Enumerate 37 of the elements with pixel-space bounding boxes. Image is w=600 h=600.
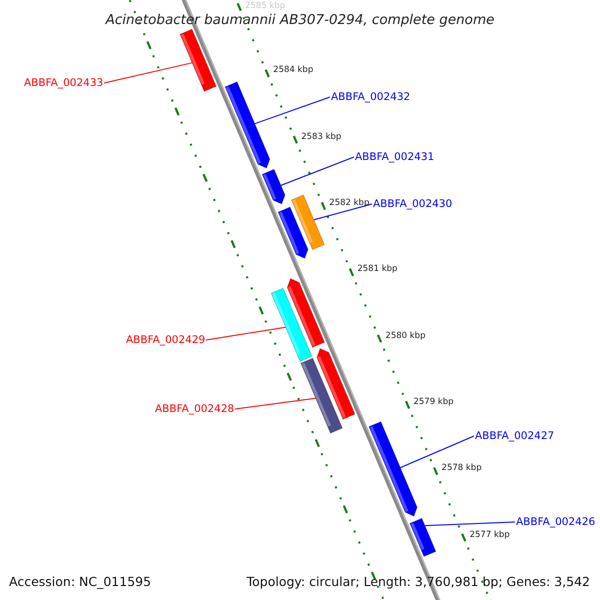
footer-text: Accession: NC_011595: [9, 574, 152, 590]
gene-label: ABBFA_002432: [331, 90, 410, 104]
leader-line: [280, 156, 354, 186]
footer-text: Topology: circular; Length: 3,760,981 bp; Genes: 3,542: [246, 574, 590, 590]
leader-line: [254, 96, 330, 124]
gene-feature: [224, 81, 270, 169]
gene-label: ABBFA_002427: [475, 430, 554, 442]
leader-line: [104, 62, 193, 84]
tick-label: 2577 kbp: [470, 530, 510, 540]
gene-label: ABBFA_002433: [24, 76, 104, 90]
gene-feature: [262, 168, 286, 204]
tick-label: 2584 kbp: [273, 65, 314, 76]
leader-line: [313, 204, 372, 220]
tick-label: 2580 kbp: [385, 330, 426, 341]
gene-block: [291, 194, 325, 250]
tick-label: 2582 kbp: [329, 198, 370, 208]
gene-feature: [278, 206, 308, 259]
tick-label: 2583 kbp: [301, 132, 342, 142]
gene-label: ABBFA_002429: [126, 334, 206, 346]
gene-label: ABBFA_002430: [373, 198, 452, 210]
tick-label: 2579 kbp: [413, 396, 454, 407]
gene-label: ABBFA_002431: [355, 150, 434, 164]
gene-block: [300, 358, 343, 434]
gene-block: [270, 288, 312, 362]
leader-line: [400, 436, 474, 468]
leader-line: [234, 398, 316, 410]
gene-label: ABBFA_002426: [516, 516, 596, 528]
gene-feature: [409, 518, 436, 557]
diagram-title: Acinetobacter baumannii AB307-0294, complete genome: [104, 12, 496, 28]
gene-feature: [368, 421, 418, 517]
leader-line: [206, 326, 286, 340]
tick-label: 2581 kbp: [357, 264, 398, 274]
gene-feature: [316, 348, 356, 420]
gene-feature: [286, 278, 325, 348]
gene-label: ABBFA_002428: [155, 402, 234, 416]
tick-label: 2578 kbp: [442, 463, 482, 474]
gene-feature: [180, 28, 217, 92]
